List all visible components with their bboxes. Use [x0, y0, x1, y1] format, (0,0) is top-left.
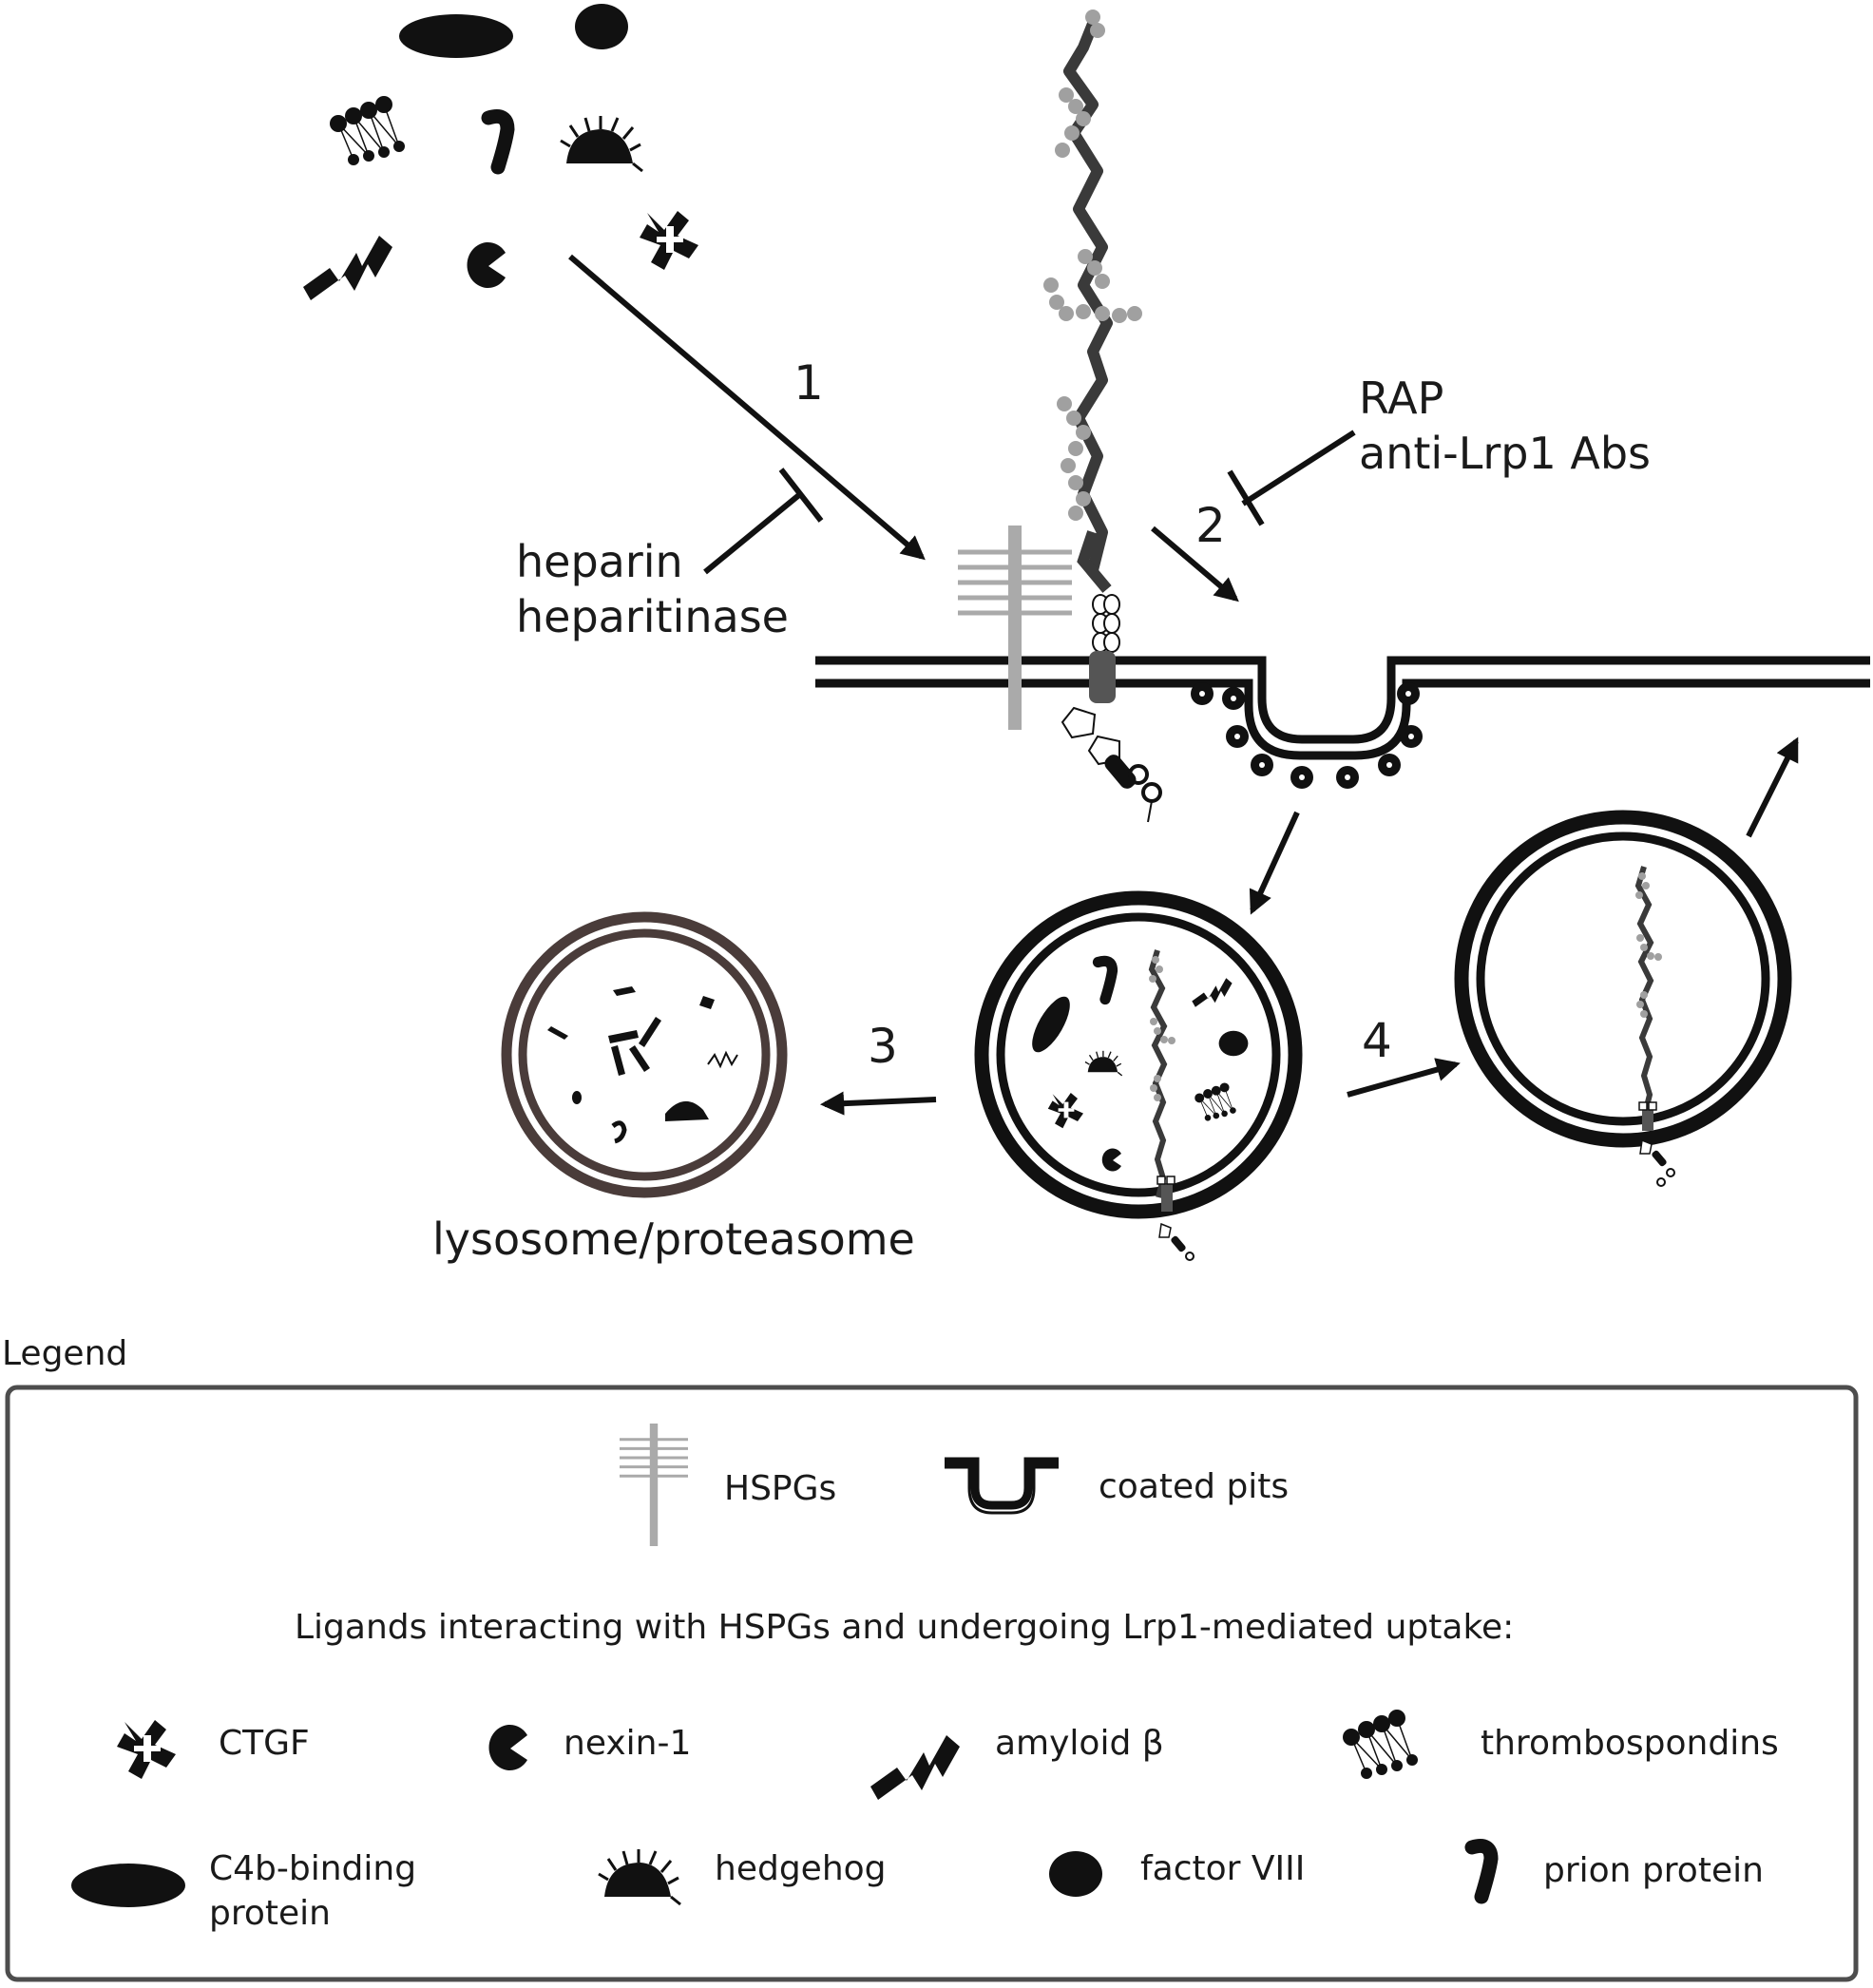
step-arrows	[568, 254, 1799, 1116]
lysosome-proteasome-label: lysosome/proteasome	[432, 1214, 915, 1265]
step-2-label: 2	[1195, 498, 1226, 553]
thrombo-endosome	[1194, 1082, 1237, 1122]
hedgehog-endosome	[1084, 1050, 1123, 1077]
heparitinase-label: heparitinase	[516, 591, 789, 642]
recycling-arrow	[1746, 736, 1799, 838]
legend-coated-pit-icon	[945, 1462, 1059, 1513]
prion-protein-icon	[488, 117, 507, 168]
inhibition-heparin	[703, 468, 824, 575]
legend-factor8-icon	[1049, 1851, 1102, 1897]
nexin-1-icon	[467, 242, 506, 288]
factor-viii-icon	[575, 4, 628, 49]
legend-c4b-label-1: C4b-binding	[209, 1849, 416, 1888]
factor8-endosome	[1218, 1030, 1249, 1057]
c4b-binding-protein-icon	[399, 14, 513, 58]
legend-hedgehog-icon	[597, 1847, 682, 1906]
plasma-membrane	[815, 656, 1870, 789]
legend-prion-label: prion protein	[1543, 1851, 1764, 1890]
legend-nexin-icon	[488, 1725, 527, 1770]
step-4-arrow	[1347, 1058, 1461, 1098]
step-2-arrow	[1151, 526, 1239, 602]
step-1-arrow	[568, 254, 926, 561]
step-3-arrow	[819, 1091, 937, 1116]
step-4-label: 4	[1362, 1013, 1392, 1068]
rap-label: RAP	[1359, 373, 1443, 424]
legend-box	[5, 1385, 1859, 1982]
legend-c4b-icon	[71, 1864, 185, 1907]
heparin-label: heparin	[516, 536, 683, 587]
anti-lrp1-abs-label: anti-Lrp1 Abs	[1359, 428, 1651, 479]
amyloid-beta-icon	[303, 236, 392, 300]
legend-hspg-icon	[620, 1424, 688, 1546]
legend-hedgehog-label: hedgehog	[715, 1849, 887, 1888]
legend-ctgf-icon	[117, 1720, 176, 1779]
step-3-label: 3	[868, 1019, 898, 1074]
endosome	[974, 890, 1303, 1261]
legend-c4b-label-2: protein	[209, 1894, 331, 1933]
amyloid-endosome	[1192, 978, 1233, 1007]
clathrin-coat-dots	[1191, 682, 1423, 789]
ctgf-endosome	[1047, 1093, 1083, 1129]
c4b-endosome	[1024, 991, 1078, 1058]
legend-factor8-label: factor VIII	[1140, 1849, 1305, 1888]
lrp1-receptor	[1043, 10, 1162, 823]
hedgehog-icon	[559, 114, 644, 173]
hspg-membrane-icon	[958, 526, 1072, 730]
legend-prion-icon	[1472, 1846, 1491, 1898]
legend-coated-pits-label: coated pits	[1099, 1467, 1289, 1506]
legend-amyloid-icon	[870, 1735, 960, 1800]
legend-title: Legend	[2, 1334, 127, 1373]
legend-nexin-label: nexin-1	[564, 1724, 691, 1763]
ctgf-icon	[640, 211, 698, 270]
internalization-arrow	[1249, 811, 1300, 915]
legend-thrombospondins-label: thrombospondins	[1481, 1724, 1779, 1763]
legend-thrombospondin-icon	[1342, 1709, 1419, 1780]
prion-endosome	[1099, 961, 1113, 999]
inhibition-rap	[1227, 430, 1356, 526]
nexin-endosome	[1101, 1148, 1121, 1172]
legend-ctgf-label: CTGF	[219, 1724, 310, 1763]
step-1-label: 1	[793, 355, 824, 411]
degraded-fragments	[547, 986, 715, 1144]
legend-ligands-heading: Ligands interacting with HSPGs and under…	[295, 1608, 1514, 1647]
free-ligands	[303, 4, 698, 300]
legend-hspgs-label: HSPGs	[724, 1469, 836, 1508]
thrombospondin-icon	[329, 95, 406, 166]
legend-amyloid-label: amyloid β	[995, 1724, 1164, 1763]
lysosome	[501, 911, 788, 1198]
recycling-endosome	[1454, 810, 1792, 1187]
